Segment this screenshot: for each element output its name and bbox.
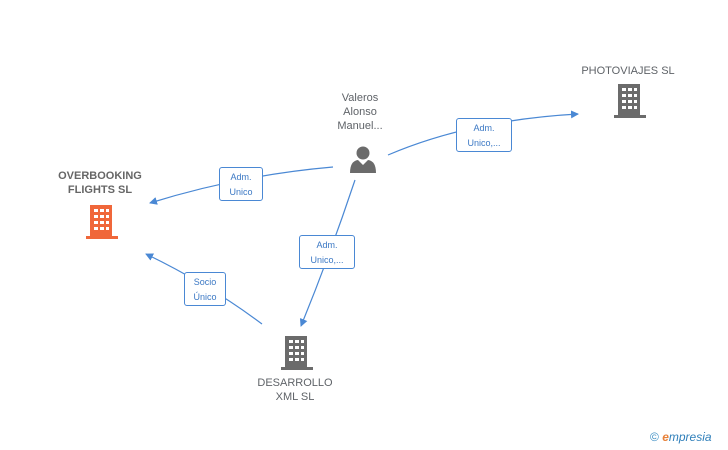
person-name[interactable]: Valeros Alonso Manuel... — [337, 92, 383, 132]
person-icon[interactable] — [348, 144, 378, 174]
brand-logo-text: mpresia — [668, 430, 712, 444]
brand-logo-initial: e — [662, 430, 669, 444]
building-icon[interactable] — [614, 84, 646, 118]
edge-label-person-overbooking: Adm. Unico — [219, 167, 263, 201]
edge-label-person-desarrollo: Adm. Unico,... — [299, 235, 355, 269]
overbooking-name[interactable]: OVERBOOKING FLIGHTS SL — [58, 170, 142, 196]
building-icon[interactable] — [86, 205, 118, 239]
building-icon[interactable] — [281, 336, 313, 370]
edge-label-desarrollo-overbooking: Socio Único — [184, 272, 226, 306]
photoviajes-name[interactable]: PHOTOVIAJES SL — [581, 65, 675, 77]
desarrollo-name[interactable]: DESARROLLO XML SL — [257, 377, 333, 403]
empresia-watermark: © empresia — [650, 430, 712, 444]
edge-label-person-photoviajes: Adm. Unico,... — [456, 118, 512, 152]
copyright-symbol: © — [650, 430, 659, 444]
